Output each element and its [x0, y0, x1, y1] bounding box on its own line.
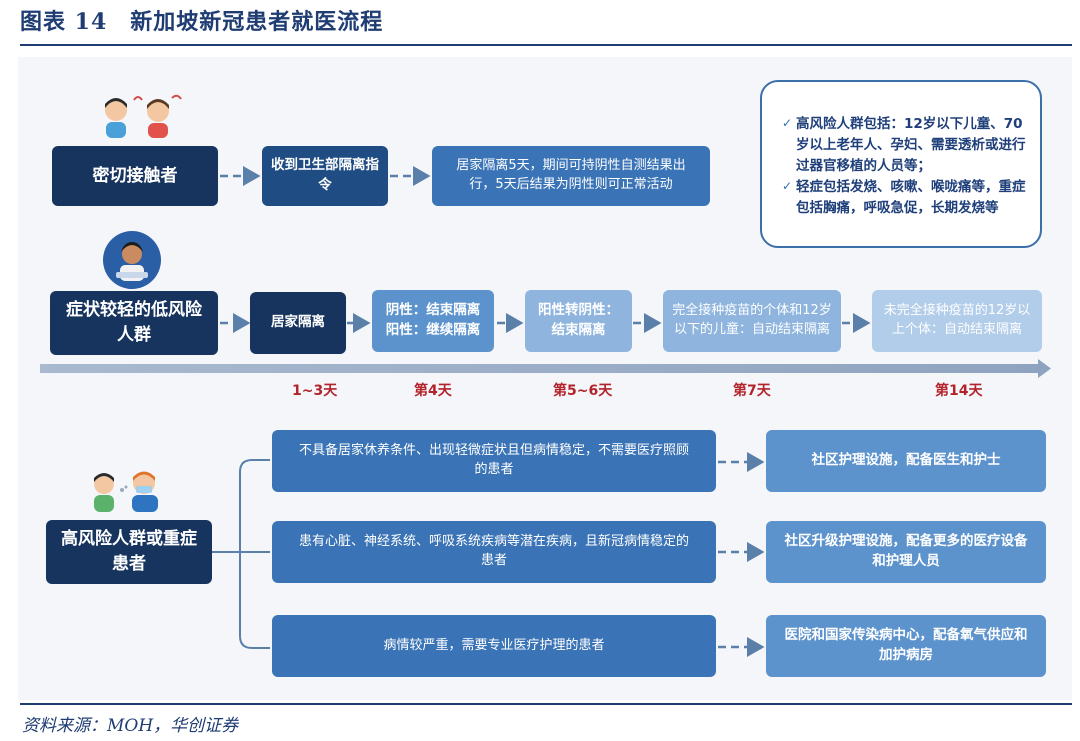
- condition-mild-stable: 不具备居家休养条件、出现轻微症状且但病情稳定，不需要医疗照顾的患者: [272, 430, 716, 492]
- day-label-5-6: 第5~6天: [553, 383, 613, 399]
- facility-community-care: 社区护理设施，配备医生和护士: [766, 430, 1046, 492]
- stage-day4-test: 阴性：结束隔离 阳性：继续隔离: [372, 290, 494, 352]
- facility-upgraded-community-care: 社区升级护理设施，配备更多的医疗设备和护理人员: [766, 521, 1046, 583]
- home-quarantine-5days-box: 居家隔离5天，期间可持阴性自测结果出行，5天后结果为阴性则可正常活动: [432, 146, 710, 206]
- day-label-4: 第4天: [414, 383, 452, 399]
- stage-day7: 完全接种疫苗的个体和12岁以下的儿童：自动结束隔离: [663, 290, 841, 352]
- quarantine-order-box: 收到卫生部隔离指令: [262, 146, 388, 206]
- figure-title: 图表 14 新加坡新冠患者就医流程: [20, 9, 384, 35]
- day-label-7: 第7天: [733, 383, 771, 399]
- stage-day5-6: 阳性转阴性：结束隔离: [525, 290, 632, 352]
- facility-hospital-ncid: 医院和国家传染病中心，配备氧气供应和加护病房: [766, 615, 1046, 677]
- low-risk-group-box: 症状较轻的低风险人群: [50, 291, 218, 355]
- footer-rule: [20, 703, 1072, 705]
- timeline-bar: [40, 364, 1040, 373]
- day-label-1-3: 1~3天: [292, 383, 338, 399]
- note-item-symptoms: ✓ 轻症包括发烧、咳嗽、喉咙痛等，重症包括胸痛，呼吸急促，长期发烧等: [782, 178, 1026, 216]
- source-note: 资料来源：MOH，华创证券: [22, 716, 239, 736]
- contacts-illustration: [96, 92, 184, 140]
- check-icon: ✓: [782, 178, 793, 193]
- risk-definition-note: ✓ 高风险人群包括：12岁以下儿童、70岁以上老年人、孕妇、需要透析或进行过器官…: [760, 80, 1042, 248]
- title-rule: [20, 44, 1072, 46]
- timeline-arrowhead: [1038, 359, 1051, 378]
- patient-avatar-illustration: [102, 230, 162, 290]
- close-contact-box: 密切接触者: [52, 146, 218, 206]
- stage-day14: 未完全接种疫苗的12岁以上个体：自动结束隔离: [872, 290, 1042, 352]
- condition-underlying-disease: 患有心脏、神经系统、呼吸系统疾病等潜在疾病，且新冠病情稳定的患者: [272, 521, 716, 583]
- high-risk-severe-box: 高风险人群或重症患者: [46, 520, 212, 584]
- check-icon: ✓: [782, 116, 793, 130]
- day-label-14: 第14天: [935, 383, 983, 399]
- condition-severe: 病情较严重，需要专业医疗护理的患者: [272, 615, 716, 677]
- note-item-high-risk: ✓ 高风险人群包括：12岁以下儿童、70岁以上老年人、孕妇、需要透析或进行过器官…: [782, 116, 1026, 174]
- patient-cough-illustration: [88, 466, 170, 514]
- stage-home-isolation: 居家隔离: [250, 292, 346, 354]
